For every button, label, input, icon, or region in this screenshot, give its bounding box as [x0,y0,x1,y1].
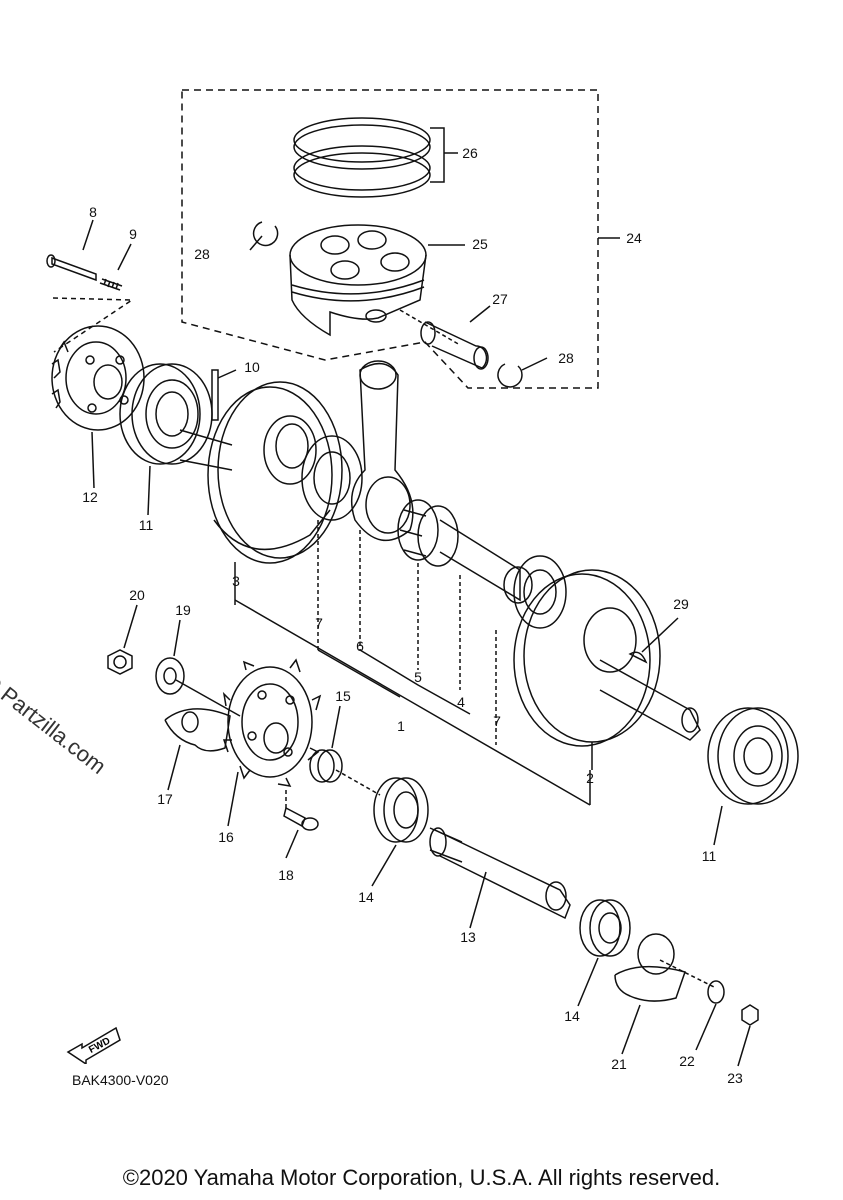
connecting-rod [352,361,413,540]
bearing-14-upper [374,778,428,842]
forward-arrow-icon: FWD [66,1022,122,1064]
balancer-gear-16 [224,660,320,786]
piston [290,225,426,335]
callout-22: 22 [679,1053,695,1069]
piston-rings [294,118,458,197]
pin-10 [212,370,218,420]
nut-20 [108,650,132,674]
washer-19 [156,658,184,694]
callout-21: 21 [611,1056,627,1072]
callout-24: 24 [626,230,642,246]
callout-28a: 28 [194,246,210,262]
callout-7a: 7 [315,615,323,631]
callout-7b: 7 [493,713,501,729]
piston-kit-boundary [182,90,598,388]
callout-25: 25 [472,236,488,252]
sprocket-12 [52,326,144,430]
callout-26: 26 [462,145,478,161]
callout-20: 20 [129,587,145,603]
callout-19: 19 [175,602,191,618]
crank-pin [440,520,532,603]
bolt-8 [47,255,96,280]
callout-14a: 14 [358,889,374,905]
piston-pin [421,322,488,369]
balancer-weight-21 [615,934,685,1001]
callout-8: 8 [89,204,97,220]
callout-15: 15 [335,688,351,704]
piston-pin-clip [254,222,278,245]
callout-5: 5 [414,669,422,685]
diagram-code: BAK4300-V020 [72,1072,169,1088]
fwd-label: FWD [87,1036,112,1056]
balancer-weight-17 [165,709,230,751]
callout-4: 4 [457,694,465,710]
callout-10: 10 [244,359,260,375]
crankshaft-assembly-bracket [235,600,590,805]
crank-half-3 [180,382,342,563]
spring-9 [100,279,122,290]
crank-half-2 [514,570,700,746]
callout-16: 16 [218,829,234,845]
callout-9: 9 [129,226,137,242]
callout-13: 13 [460,929,476,945]
callout-6: 6 [356,638,364,654]
callout-23: 23 [727,1070,743,1086]
callout-29: 29 [673,596,689,612]
copyright-notice: ©2020 Yamaha Motor Corporation, U.S.A. A… [122,1165,721,1190]
woodruff-key-29 [630,652,646,662]
washer-22 [708,981,724,1003]
thrust-washer-7-left [302,436,362,520]
bearing-14-lower [580,900,630,956]
needle-bearing [398,500,458,566]
callout-11a: 11 [138,517,154,533]
callout-18: 18 [278,867,294,883]
balancer-shaft-13 [430,828,570,918]
callout-14b: 14 [564,1008,580,1024]
collar-15 [310,750,342,782]
piston-pin-clip [498,364,522,387]
callout-2: 2 [586,770,594,786]
callout-27: 27 [492,291,508,307]
bearing-11-left [120,364,212,464]
thrust-washer-7-right [514,556,566,628]
callout-12: 12 [82,489,98,505]
callout-3: 3 [232,573,240,589]
callout-1: 1 [397,718,405,734]
callout-17: 17 [157,791,173,807]
callout-28b: 28 [558,350,574,366]
callout-11b: 11 [701,848,717,864]
nut-23 [742,1005,758,1025]
bearing-11-right [708,708,798,804]
